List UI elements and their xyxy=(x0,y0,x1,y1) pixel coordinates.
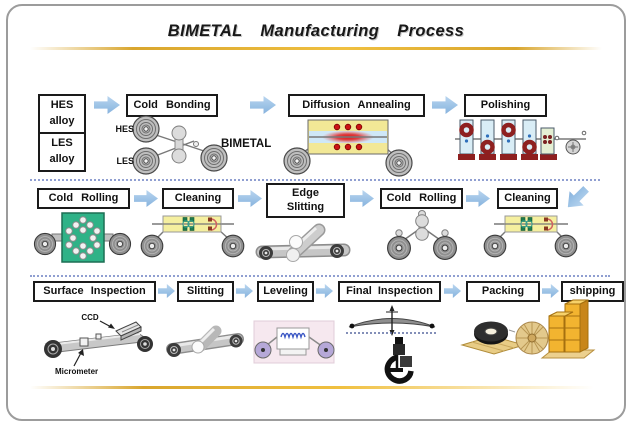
step-packing: Packing xyxy=(466,281,540,302)
page-title: BIMETAL Manufacturing Process xyxy=(167,22,465,40)
step-cold-rolling-2: Cold Rolling xyxy=(380,188,463,209)
row-separator-2 xyxy=(30,275,610,277)
les-alloy-line1: LES xyxy=(51,137,73,150)
step-surface-inspection: Surface Inspection xyxy=(33,281,156,302)
step-slitting: Slitting xyxy=(177,281,234,302)
hes-alloy-line1: HES xyxy=(50,99,74,112)
step-shipping: shipping xyxy=(561,281,624,302)
step-final-inspection: Final Inspection xyxy=(338,281,441,302)
step-cold-bonding: Cold Bonding xyxy=(126,94,218,117)
step-diffusion-annealing: Diffusion Annealing xyxy=(288,94,425,117)
les-alloy-line2: alloy xyxy=(49,153,75,165)
step-edge-slitting: Edge Slitting xyxy=(266,183,345,218)
row-separator-1 xyxy=(30,179,600,181)
input-box-les-alloy: LES alloy xyxy=(38,132,86,172)
hes-alloy-line2: alloy xyxy=(49,115,75,127)
step-polishing: Polishing xyxy=(464,94,547,117)
input-box-hes-alloy: HES alloy xyxy=(38,94,86,134)
bottom-accent-line xyxy=(30,386,594,389)
step-cleaning-1: Cleaning xyxy=(162,188,234,209)
step-cold-rolling-1: Cold Rolling xyxy=(37,188,130,209)
title-underline xyxy=(30,47,602,50)
step-leveling: Leveling xyxy=(257,281,314,302)
step-cleaning-2: Cleaning xyxy=(497,188,558,209)
